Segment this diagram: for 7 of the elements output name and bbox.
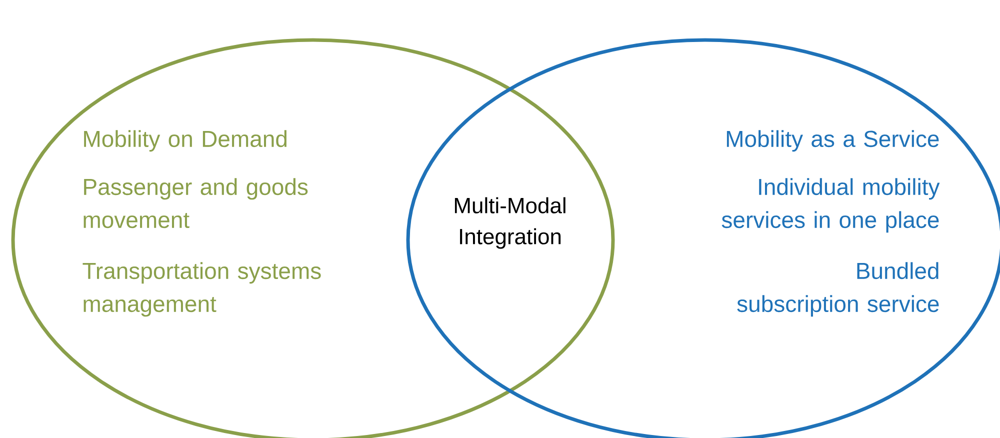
description-text: Individual mobility services in one place — [722, 178, 940, 233]
heading: Mobility as a Service — [726, 130, 939, 152]
description-text: Passenger and goods movement — [84, 178, 308, 228]
description-text: Transportation systems management — [82, 262, 321, 317]
description-text: Bundled subscription service — [737, 262, 939, 317]
overlap-label: Multi-Modal Integration — [454, 197, 566, 249]
heading: Mobility on Demand — [84, 130, 286, 152]
